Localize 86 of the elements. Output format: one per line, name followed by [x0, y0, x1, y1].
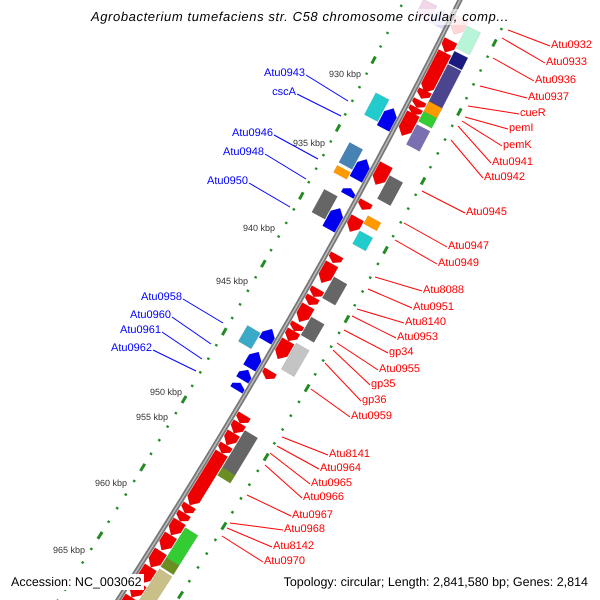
leader-line [310, 388, 350, 418]
leader-line [458, 126, 492, 164]
leader-line [182, 298, 224, 324]
gene-label: Atu0932 [551, 38, 592, 52]
gene-label: Atu8141 [329, 447, 370, 461]
position-label: 930 kbp [329, 69, 362, 80]
gene-label: Atu0941 [492, 155, 533, 169]
gene-label: gp36 [362, 393, 386, 407]
gene-label: pemI [509, 121, 534, 135]
gene-label: Atu0946 [232, 126, 273, 140]
leader-line [264, 154, 306, 180]
leader-line [306, 74, 348, 102]
gene-label: Atu0965 [311, 476, 352, 490]
leader-line [480, 86, 528, 98]
gene-label: pemK [503, 138, 532, 152]
gene-label: Atu0933 [546, 55, 587, 69]
leader-line [246, 494, 292, 516]
leader-line [264, 464, 302, 498]
leader-line [332, 350, 370, 386]
gene-label: Atu0955 [379, 362, 420, 376]
gene-label: Atu0966 [303, 490, 344, 504]
position-label: 955 kbp [136, 412, 168, 423]
leader-line [468, 106, 520, 114]
gene-label: cueR [520, 106, 546, 120]
leader-line [368, 288, 412, 308]
leader-line [450, 140, 484, 178]
position-label: 940 kbp [243, 223, 276, 234]
leader-line [404, 222, 448, 248]
leader-line [274, 134, 318, 160]
gene-label: gp35 [371, 377, 396, 391]
leader-line [356, 308, 404, 324]
gene-label: Atu0953 [397, 330, 438, 344]
position-label: 950 kbp [150, 387, 182, 398]
leader-line [508, 30, 550, 46]
position-label: 960 kbp [95, 478, 128, 489]
gene-label: Atu8088 [423, 283, 464, 297]
gene-label: Atu0943 [264, 66, 305, 80]
leader-line [152, 350, 196, 372]
leader-line [296, 94, 342, 116]
gene-label: Atu0950 [207, 174, 248, 188]
gene-label: Atu0968 [284, 522, 325, 536]
leader-line [422, 190, 466, 214]
leader-line [270, 452, 310, 484]
topology-text: Topology: circular; Length: 2,841,580 bp; Genes: 2,814 [282, 574, 590, 590]
gene-label: Atu0959 [351, 409, 392, 423]
gene-label: Atu0936 [535, 73, 576, 87]
leader-line [492, 58, 534, 82]
gene-label: Atu0967 [292, 508, 333, 522]
leader-line [336, 342, 378, 370]
leader-line [374, 276, 422, 292]
gene-label: Atu0958 [141, 290, 182, 304]
position-label: 965 kbp [53, 545, 86, 556]
gene-label: Atu0962 [111, 341, 152, 355]
gene-label: Atu0937 [528, 90, 569, 104]
gene-label: Atu0951 [413, 300, 454, 314]
leader-line [226, 528, 272, 548]
gene-label: Atu0970 [264, 554, 305, 568]
leader-line [352, 316, 396, 338]
leader-line [502, 38, 546, 64]
leader-line [462, 120, 502, 146]
leader-line [162, 332, 202, 360]
gene-label: Atu8140 [405, 315, 446, 329]
gene-label: Atu0960 [130, 308, 171, 322]
gene-label: Atu0964 [320, 461, 361, 475]
leader-line [230, 522, 284, 530]
leader-line [172, 316, 212, 344]
gene-label: Atu0961 [120, 323, 161, 337]
gene-label: Atu0949 [438, 256, 479, 270]
gene-label: Atu0947 [448, 239, 489, 253]
position-label: 935 kbp [293, 138, 326, 149]
leader-line [464, 116, 508, 130]
leader-line [324, 362, 362, 402]
gene-label: Atu8142 [273, 539, 314, 553]
position-label: 945 kbp [216, 276, 248, 287]
gene-label: Atu0945 [466, 205, 507, 219]
gene-label: Atu0948 [223, 145, 264, 159]
leader-line [344, 330, 388, 354]
leader-line [394, 240, 438, 264]
leader-line [222, 536, 264, 562]
leader-line [276, 446, 320, 470]
gene-label: cscA [272, 85, 296, 99]
gene-label: Atu0942 [484, 170, 525, 184]
gene-label: gp34 [389, 345, 414, 359]
leader-line [282, 436, 328, 456]
accession-text: Accession: NC_003062 [9, 574, 144, 590]
leader-line [248, 182, 290, 208]
